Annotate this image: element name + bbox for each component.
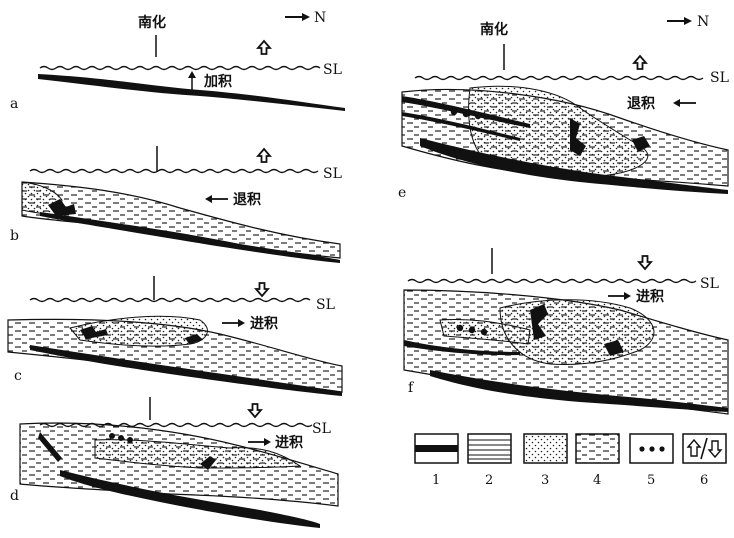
right-arrow-icon: [624, 292, 631, 300]
right-arrow-icon: [238, 319, 245, 327]
sea-level-fall-icon: [256, 283, 268, 296]
legend-label: 3: [541, 473, 549, 488]
process-label-a: 加积: [203, 73, 232, 90]
north-arrow: N: [667, 14, 709, 30]
conglomerate-dot: [109, 433, 115, 439]
legend-item-2: 2: [468, 434, 511, 488]
panel-letter-f: f: [408, 380, 415, 396]
legend-item-1: 1: [415, 434, 458, 488]
panel-c: SL 进积 c: [8, 276, 342, 396]
conglomerate-dot: [481, 329, 487, 335]
panel-letter-b: b: [10, 228, 19, 244]
conglomerate-dot: [469, 327, 475, 333]
process-label-b: 退积: [233, 191, 261, 208]
legend-label: 6: [700, 473, 708, 488]
panel-e: 南化 N SL 退积 e: [398, 14, 729, 201]
north-arrow: N: [285, 10, 326, 26]
left-arrow-icon: [673, 99, 680, 107]
panel-f: SL 进积 f: [404, 248, 728, 414]
up-arrow-icon: [188, 71, 196, 78]
legend-label: 1: [432, 473, 440, 488]
sea-level-label: SL: [710, 70, 729, 86]
legend-item-4: 4: [576, 434, 619, 488]
sea-level-rise-icon: [634, 56, 646, 69]
panel-letter-d: d: [10, 488, 19, 504]
sea-level-line: [30, 299, 310, 302]
sea-level-fall-icon: [639, 256, 651, 269]
legend: 1 2 3 4 5: [415, 434, 726, 488]
legend-label: 5: [647, 473, 655, 488]
process-label-e: 退积: [627, 95, 655, 112]
sea-level-label: SL: [700, 276, 719, 292]
sea-level-rise-icon: [258, 41, 270, 54]
process-label-f: 进积: [636, 288, 664, 305]
legend-label: 4: [593, 473, 601, 488]
conglomerate-dot: [127, 437, 133, 443]
place-name-label: 南化: [138, 14, 166, 31]
sea-level-line: [408, 280, 696, 283]
conglomerate-dot: [463, 111, 469, 117]
legend-label: 2: [485, 473, 493, 488]
sea-level-fall-icon: [249, 404, 261, 417]
conglomerate-dot: [118, 435, 124, 441]
conglomerate-dot: [475, 113, 481, 119]
legend-item-6: 6: [683, 434, 726, 488]
sea-level-rise-icon: [258, 149, 270, 162]
svg-text:N: N: [697, 14, 709, 30]
process-label-c: 进积: [250, 315, 278, 332]
legend-item-5: 5: [630, 434, 673, 488]
process-label-d: 进积: [275, 434, 303, 451]
panel-letter-c: c: [14, 368, 22, 384]
legend-item-3: 3: [524, 434, 567, 488]
svg-text:N: N: [314, 10, 326, 26]
conglomerate-dot: [457, 325, 463, 331]
panel-letter-a: a: [10, 96, 18, 112]
sea-level-line: [415, 77, 703, 80]
sea-level-label: SL: [312, 421, 331, 437]
panel-a: 南化 N SL 加积 a: [10, 10, 345, 112]
sea-level-label: SL: [316, 297, 335, 313]
sea-level-line: [40, 67, 320, 70]
sea-level-label: SL: [323, 62, 342, 78]
panel-letter-e: e: [398, 185, 406, 201]
conglomerate-dot: [451, 109, 457, 115]
sea-level-line: [30, 170, 318, 173]
sea-level-label: SL: [323, 166, 342, 182]
panel-b: SL 退积 b: [10, 146, 342, 263]
left-arrow-icon: [205, 195, 212, 203]
right-arrow-icon: [264, 438, 271, 446]
place-name-label: 南化: [480, 21, 508, 38]
panel-d: SL 进积 d: [10, 397, 338, 528]
